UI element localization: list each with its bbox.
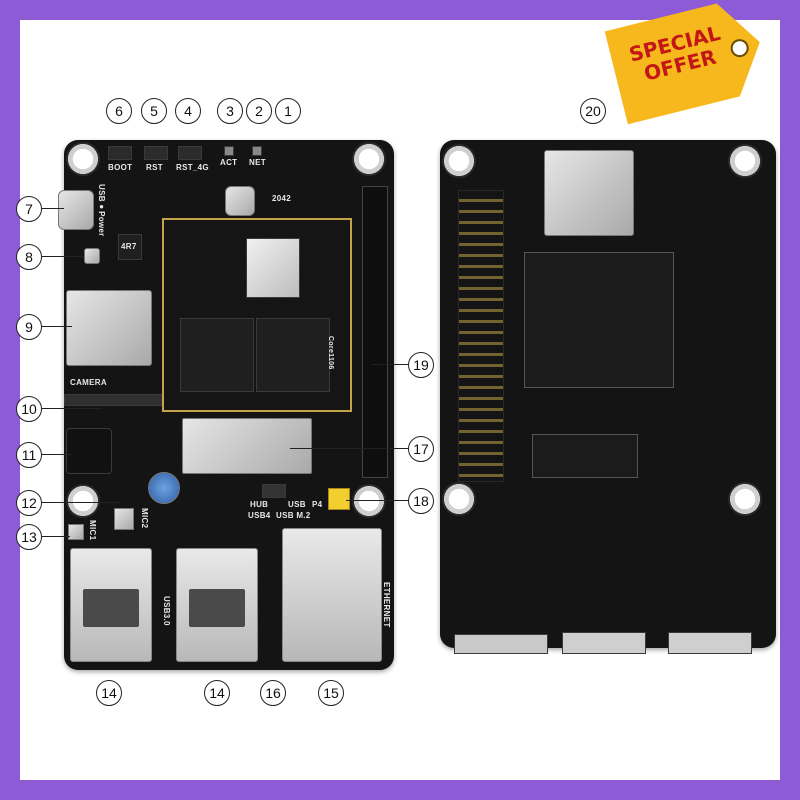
mic2-label: MIC2 — [140, 508, 149, 529]
inductor-label: 4R7 — [121, 242, 137, 251]
usb-power-label: USB●Power — [97, 184, 106, 237]
rst-button — [144, 146, 168, 160]
mount-hole-back-bl — [442, 482, 476, 516]
leader-7 — [42, 208, 64, 209]
usb-c-power-port — [58, 190, 94, 230]
ethernet-label: ETHERNET — [382, 582, 391, 628]
callout-20: 20 — [580, 98, 606, 124]
standoff-screw — [225, 186, 255, 216]
leader-12 — [42, 502, 120, 503]
model-label: 2042 — [272, 194, 291, 203]
callout-3: 3 — [217, 98, 243, 124]
callout-15: 15 — [318, 680, 344, 706]
mount-hole-front-br — [352, 484, 386, 518]
usb-port-2-opening — [189, 589, 245, 627]
usb-port-1 — [70, 548, 152, 662]
audio-jack — [66, 428, 112, 474]
m2-slot — [182, 418, 312, 474]
callout-13: 13 — [16, 524, 42, 550]
callout-9: 9 — [16, 314, 42, 340]
mount-hole-front-tr — [352, 142, 386, 176]
usb-label: USB — [288, 500, 306, 509]
boot-button — [108, 146, 132, 160]
callout-14b: 14 — [204, 680, 230, 706]
callout-2: 2 — [246, 98, 272, 124]
gpio-header — [362, 186, 388, 478]
hub-label: HUB — [250, 500, 269, 509]
mic1-connector — [68, 524, 84, 540]
sim-card-slot — [66, 290, 152, 366]
mic2-connector — [114, 508, 134, 530]
mount-hole-front-bl — [66, 484, 100, 518]
callout-10: 10 — [16, 396, 42, 422]
memory-chip-1 — [180, 318, 254, 392]
rst4g-button — [178, 146, 202, 160]
usb-m2-label: USB M.2 — [276, 511, 311, 520]
back-component-area-2 — [532, 434, 638, 478]
callout-8: 8 — [16, 244, 42, 270]
mount-hole-back-tr — [728, 144, 762, 178]
mic1-label: MIC1 — [88, 520, 97, 541]
back-pin-rows — [458, 190, 504, 482]
callout-18: 18 — [408, 488, 434, 514]
memory-chip-2 — [256, 318, 330, 392]
mount-hole-back-tl — [442, 144, 476, 178]
callout-12: 12 — [16, 490, 42, 516]
leader-9 — [42, 326, 72, 327]
net-led — [252, 146, 262, 156]
usb-port-1-opening — [83, 589, 139, 627]
back-usb-bottom-2 — [668, 632, 752, 654]
4g-module — [246, 238, 300, 298]
back-component-area-1 — [524, 252, 674, 388]
callout-4: 4 — [175, 98, 201, 124]
leader-8 — [42, 256, 84, 257]
inductor — [118, 234, 142, 260]
core-label: Core1106 — [327, 336, 334, 370]
p4-label: P4 — [312, 500, 323, 509]
usb3-label: USB3.0 — [162, 596, 171, 626]
camera-label: CAMERA — [70, 378, 107, 387]
act-led — [224, 146, 234, 156]
usb-switch-jumper — [262, 484, 286, 498]
callout-1: 1 — [275, 98, 301, 124]
mount-hole-back-br — [728, 482, 762, 516]
act-label: ACT — [220, 158, 238, 167]
mount-hole-front-tl — [66, 142, 100, 176]
ethernet-port — [282, 528, 382, 662]
usb-port-2 — [176, 548, 258, 662]
leader-18 — [346, 500, 408, 501]
leader-10 — [42, 408, 102, 409]
antenna-connector — [84, 248, 100, 264]
tf-card-slot — [544, 150, 634, 236]
callout-5: 5 — [141, 98, 167, 124]
callout-14a: 14 — [96, 680, 122, 706]
p4-terminal — [328, 488, 350, 510]
back-eth-bottom — [454, 634, 548, 654]
callout-6: 6 — [106, 98, 132, 124]
callout-17: 17 — [408, 436, 434, 462]
leader-11 — [42, 454, 72, 455]
rst-label: RST — [146, 163, 163, 172]
net-label: NET — [249, 158, 266, 167]
callout-7: 7 — [16, 196, 42, 222]
callout-16: 16 — [260, 680, 286, 706]
callout-19: 19 — [408, 352, 434, 378]
boot-label: BOOT — [108, 163, 133, 172]
camera-connector — [64, 394, 164, 406]
callout-11: 11 — [16, 442, 42, 468]
back-usb-bottom-1 — [562, 632, 646, 654]
rst4g-label: RST_4G — [176, 163, 209, 172]
usb4-label: USB4 — [248, 511, 271, 520]
leader-17 — [290, 448, 408, 449]
capacitor — [148, 472, 180, 504]
leader-19 — [372, 364, 408, 365]
leader-13 — [42, 536, 70, 537]
